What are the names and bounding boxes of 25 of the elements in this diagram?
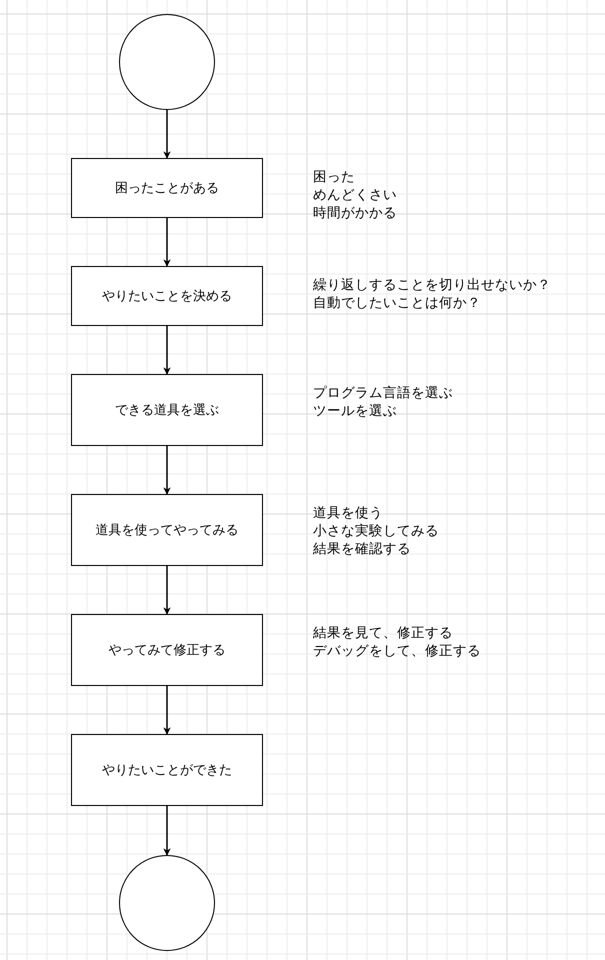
side-note: めんどくさい xyxy=(313,186,397,204)
arrow xyxy=(163,566,171,615)
side-note: 小さな実験してみる xyxy=(313,522,439,540)
side-note: 自動でしたいことは何か？ xyxy=(313,294,481,312)
side-note: ツールを選ぶ xyxy=(313,402,397,420)
process-box: 困ったことがある xyxy=(71,158,263,218)
arrow xyxy=(163,806,171,856)
process-box: やってみて修正する xyxy=(71,614,263,686)
arrow xyxy=(163,446,171,495)
arrow xyxy=(163,326,171,375)
side-note: 道具を使う xyxy=(313,504,383,522)
arrow xyxy=(163,686,171,735)
arrow xyxy=(163,218,171,267)
side-note: デバッグをして、修正する xyxy=(313,642,481,660)
side-note: 繰り返しすることを切り出せないか？ xyxy=(313,276,551,294)
arrow xyxy=(163,110,171,159)
side-note: 結果を確認する xyxy=(313,540,411,558)
process-box: できる道具を選ぶ xyxy=(71,374,263,446)
side-note: 時間がかかる xyxy=(313,204,397,222)
side-note: 結果を見て、修正する xyxy=(313,624,453,642)
process-box: やりたいことを決める xyxy=(71,266,263,326)
side-note: プログラム言語を選ぶ xyxy=(313,384,453,402)
side-note: 困った xyxy=(313,168,355,186)
process-box: 道具を使ってやってみる xyxy=(71,494,263,566)
process-box: やりたいことができた xyxy=(71,734,263,806)
